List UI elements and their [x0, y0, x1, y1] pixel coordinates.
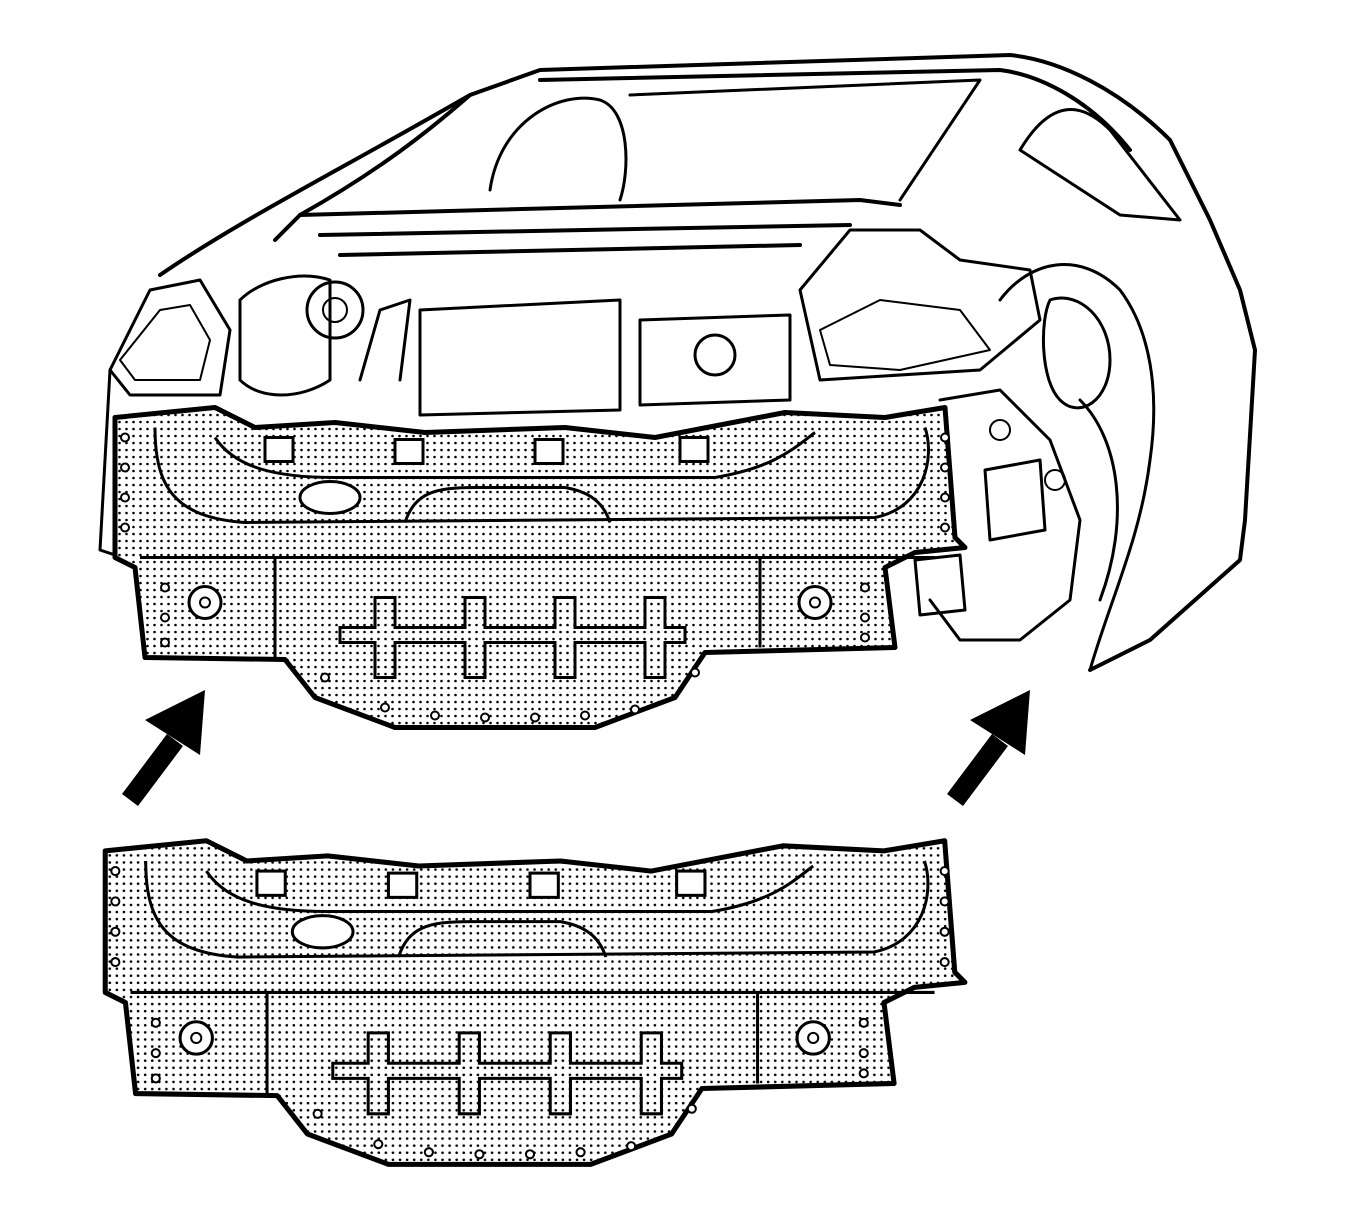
rear-end-panel-installed	[115, 408, 965, 728]
rear-end-panel-new	[105, 841, 965, 1165]
install-arrow-left	[122, 690, 205, 806]
install-arrow-right	[947, 690, 1030, 806]
